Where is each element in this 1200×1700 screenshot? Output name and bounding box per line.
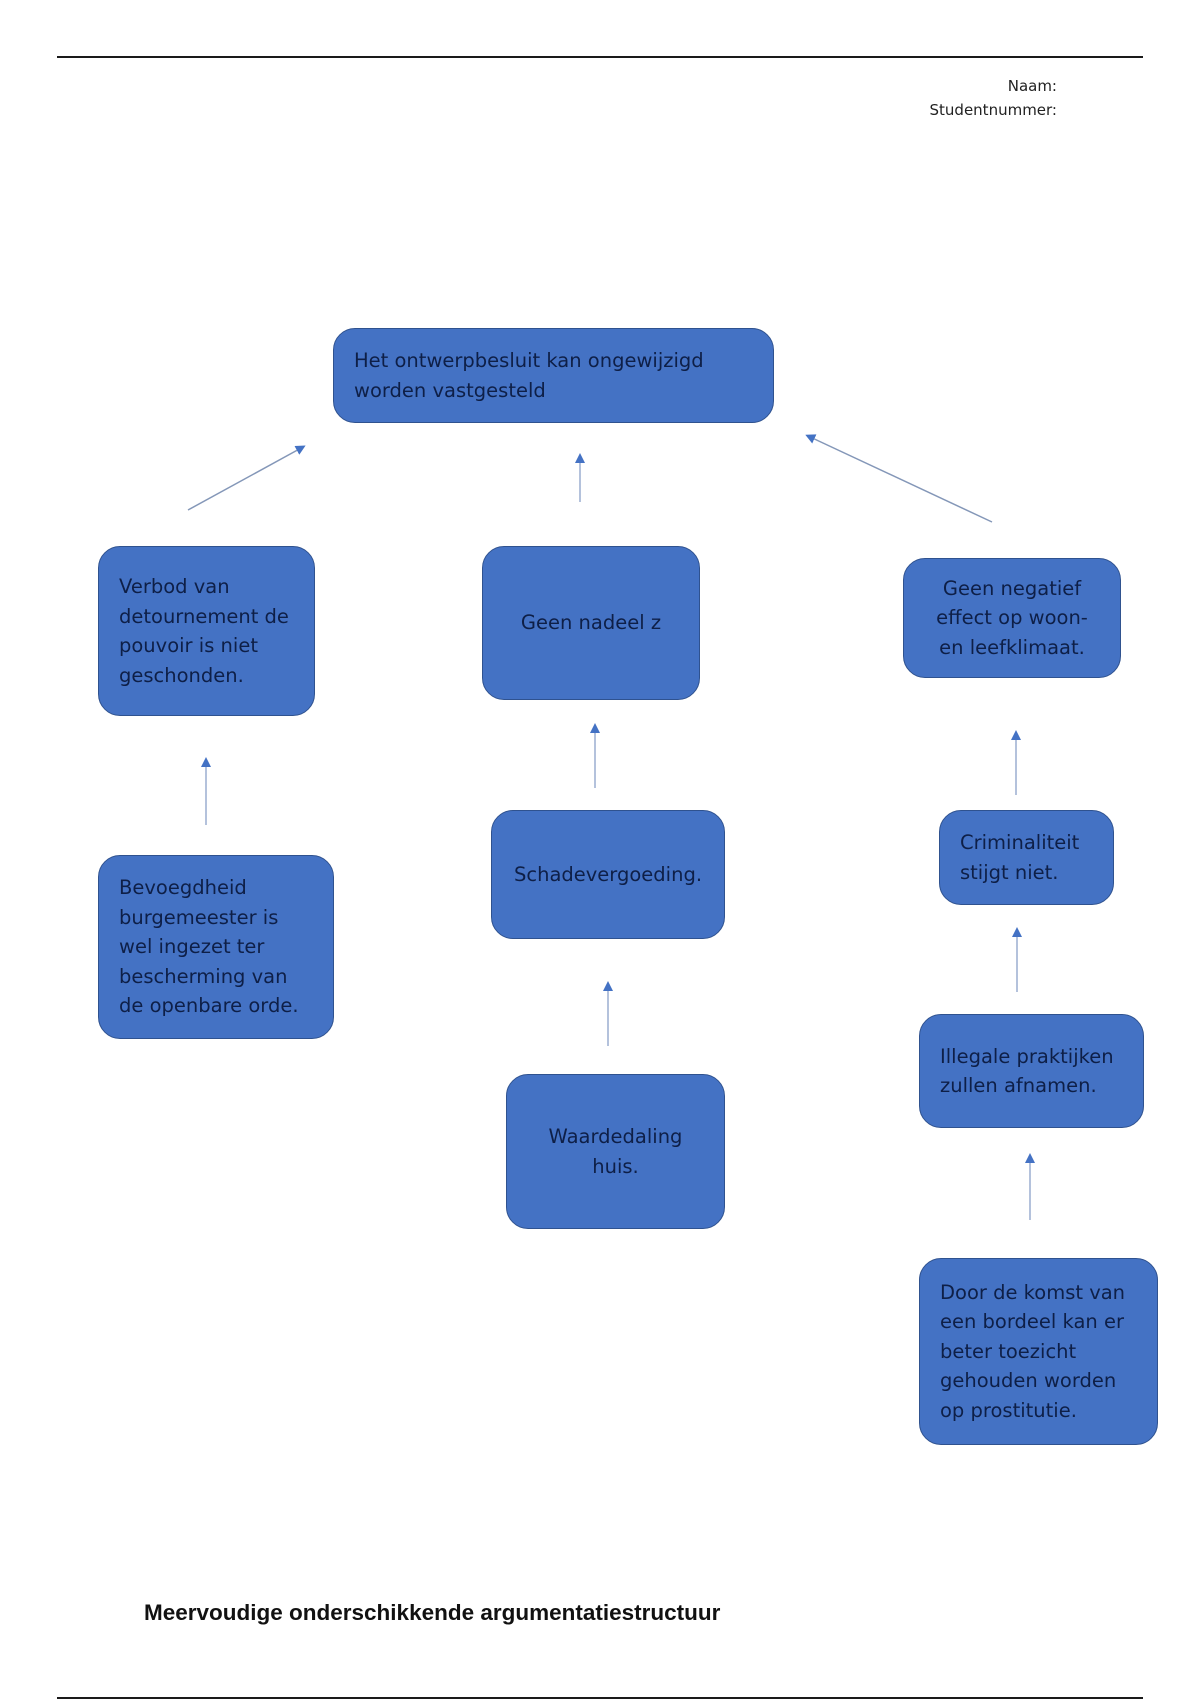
- support-text-bordeel: Door de komst van een bordeel kan er bet…: [940, 1280, 1126, 1422]
- diagram-caption: Meervoudige onderschikkende argumentatie…: [144, 1600, 721, 1625]
- argument-box-1: Verbod van detournement de pouvoir is ni…: [98, 546, 315, 716]
- arrow-branch3-to-claim: [805, 434, 993, 523]
- support-text-criminaliteit: Criminaliteit stijgt niet.: [960, 831, 1080, 884]
- main-claim-text: Het ontwerpbesluit kan ongewijzigd worde…: [354, 349, 704, 402]
- support-box-criminaliteit: Criminaliteit stijgt niet.: [939, 810, 1114, 905]
- argument-text-2: Geen nadeel z: [520, 611, 662, 635]
- main-claim-box: Het ontwerpbesluit kan ongewijzigd worde…: [333, 328, 774, 423]
- student-number-label: Studentnummer:: [929, 101, 1057, 119]
- support-text-illegale-praktijken: Illegale praktijken zullen afnamen.: [940, 1044, 1114, 1098]
- arrow-branch1-to-claim: [187, 445, 306, 511]
- support-box-illegale-praktijken: Illegale praktijken zullen afnamen.: [919, 1014, 1144, 1128]
- support-text-waardedaling: Waardedaling huis.: [548, 1125, 683, 1178]
- argument-text-1: Verbod van detournement de pouvoir is ni…: [119, 575, 289, 687]
- support-box-schadevergoeding: Schadevergoeding.: [491, 810, 725, 939]
- support-box-bordeel: Door de komst van een bordeel kan er bet…: [919, 1258, 1158, 1445]
- bottom-rule: [57, 1697, 1143, 1699]
- argument-box-2: Geen nadeel z: [482, 546, 700, 700]
- argument-text-3: Geen negatief effect op woon- en leefkli…: [936, 576, 1088, 659]
- support-box-bevoegdheid: Bevoegdheid burgemeester is wel ingezet …: [98, 855, 334, 1039]
- support-text-schadevergoeding: Schadevergoeding.: [513, 862, 703, 886]
- header-meta: Naam: Studentnummer:: [930, 74, 1057, 122]
- name-label: Naam:: [1007, 77, 1057, 95]
- support-box-waardedaling: Waardedaling huis.: [506, 1074, 725, 1229]
- support-text-bevoegdheid: Bevoegdheid burgemeester is wel ingezet …: [119, 876, 299, 1018]
- argument-box-3: Geen negatief effect op woon- en leefkli…: [903, 558, 1121, 678]
- top-rule: [57, 56, 1143, 58]
